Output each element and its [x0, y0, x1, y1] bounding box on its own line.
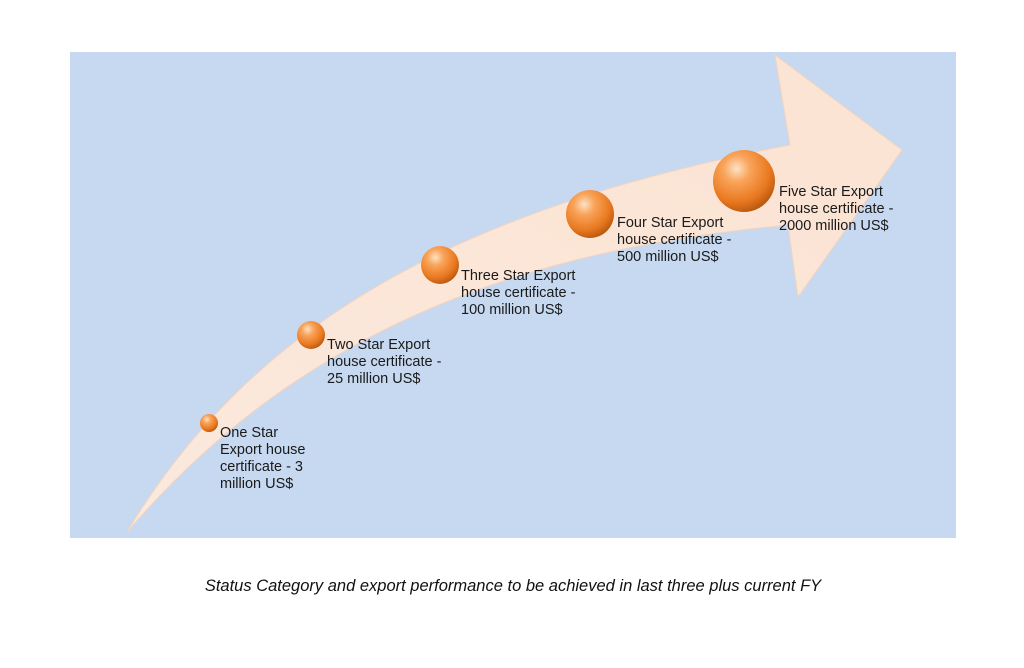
stage-4-label: Four Star Export house certificate - 500…: [617, 215, 732, 265]
stage-3-orb: [421, 246, 459, 284]
stage-1-orb: [200, 414, 218, 432]
growth-arrow: [126, 53, 903, 533]
figure-caption: Status Category and export performance t…: [204, 577, 822, 595]
stage-5-label: Five Star Export house certificate - 200…: [779, 184, 894, 234]
stage-5-orb: [713, 150, 775, 212]
stage-2-orb: [297, 321, 325, 349]
stage-markers: [200, 150, 775, 432]
stage-4-orb: [566, 190, 614, 238]
stage-3-label: Three Star Export house certificate - 10…: [461, 268, 576, 318]
stage-1-label: One Star Export house certificate - 3 mi…: [220, 425, 306, 492]
stage-2-label: Two Star Export house certificate - 25 m…: [327, 337, 442, 387]
